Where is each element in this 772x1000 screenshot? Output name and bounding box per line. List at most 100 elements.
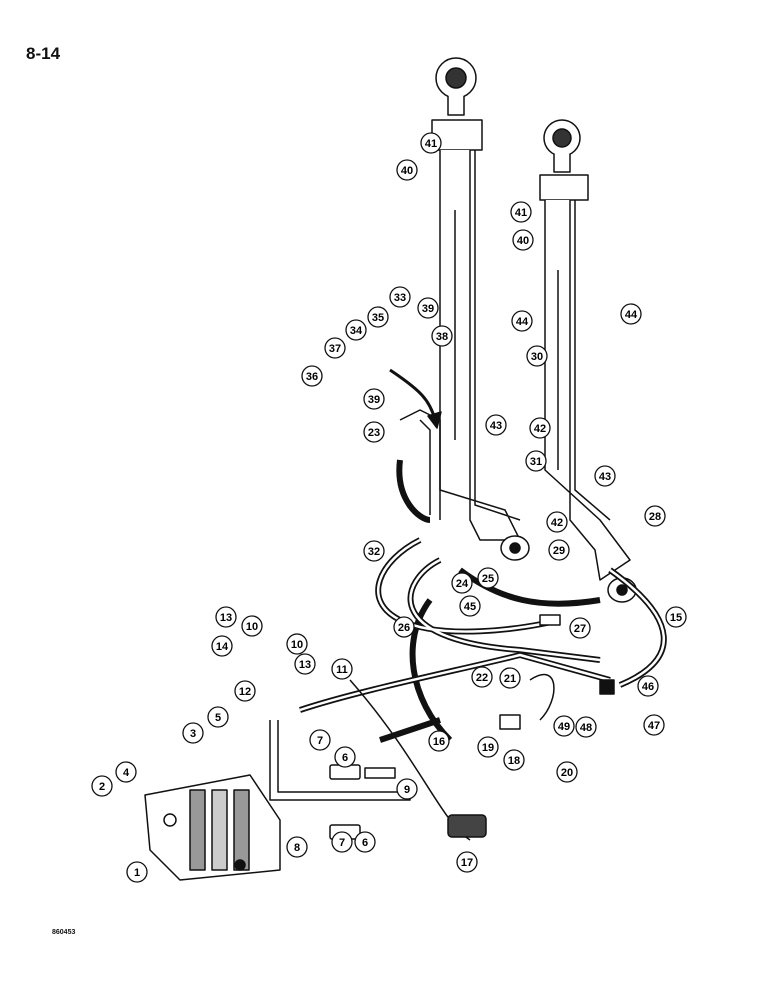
control-valve xyxy=(144,774,281,881)
callout-1: 1 xyxy=(126,861,148,883)
callout-label: 35 xyxy=(372,312,384,324)
callout-label: 28 xyxy=(649,511,661,523)
callout-label: 10 xyxy=(291,639,303,651)
callout-label: 37 xyxy=(329,343,341,355)
sleeve-17 xyxy=(447,814,487,838)
callout-36: 36 xyxy=(301,365,323,387)
callout-circle xyxy=(182,722,204,744)
callout-circle xyxy=(331,658,353,680)
cylinder-left xyxy=(431,57,530,561)
callout-circle xyxy=(126,861,148,883)
callout-label: 15 xyxy=(670,612,682,624)
callout-33: 33 xyxy=(389,286,411,308)
callout-circle xyxy=(643,714,665,736)
callout-label: 19 xyxy=(482,742,494,754)
callout-4: 4 xyxy=(115,761,137,783)
callout-label: 48 xyxy=(580,722,592,734)
callout-label: 39 xyxy=(422,303,434,315)
callout-circle xyxy=(546,511,568,533)
callout-circle xyxy=(363,540,385,562)
callout-label: 40 xyxy=(517,235,529,247)
callout-circle xyxy=(286,836,308,858)
callout-10: 10 xyxy=(286,633,308,655)
callout-42: 42 xyxy=(546,511,568,533)
callout-label: 11 xyxy=(336,664,348,676)
callout-24: 24 xyxy=(451,572,473,594)
direction-arrow xyxy=(389,368,437,421)
callout-43: 43 xyxy=(594,465,616,487)
callout-circle xyxy=(367,306,389,328)
callout-39: 39 xyxy=(363,388,385,410)
callout-label: 14 xyxy=(216,641,229,653)
callout-label: 29 xyxy=(553,545,565,557)
callout-label: 39 xyxy=(368,394,380,406)
callout-label: 6 xyxy=(342,752,348,764)
callout-circle xyxy=(485,414,507,436)
callout-circle xyxy=(345,319,367,341)
callout-label: 16 xyxy=(433,736,445,748)
callout-circle xyxy=(525,450,547,472)
callout-22: 22 xyxy=(471,666,493,688)
callout-30: 30 xyxy=(526,345,548,367)
callout-circle xyxy=(620,303,642,325)
callout-20: 20 xyxy=(556,761,578,783)
callout-circle xyxy=(211,635,233,657)
callout-40: 40 xyxy=(396,159,418,181)
callout-label: 26 xyxy=(398,622,410,634)
callout-label: 12 xyxy=(239,686,251,698)
callout-circle xyxy=(324,337,346,359)
callout-label: 33 xyxy=(394,292,406,304)
callout-3: 3 xyxy=(182,722,204,744)
callout-label: 1 xyxy=(134,867,140,879)
callout-circle xyxy=(511,310,533,332)
callout-12: 12 xyxy=(234,680,256,702)
callout-45: 45 xyxy=(459,595,481,617)
page-number: 8-14 xyxy=(26,44,61,63)
callout-label: 38 xyxy=(436,331,448,343)
callout-circle xyxy=(354,831,376,853)
callout-23: 23 xyxy=(363,421,385,443)
callout-label: 3 xyxy=(190,728,196,740)
callout-label: 20 xyxy=(561,767,573,779)
callout-circle xyxy=(459,595,481,617)
callout-label: 13 xyxy=(299,659,311,671)
callout-circle xyxy=(575,716,597,738)
figure-id: 860453 xyxy=(52,929,76,936)
callout-circle xyxy=(477,567,499,589)
callout-circle xyxy=(115,761,137,783)
callout-label: 45 xyxy=(464,601,476,613)
callout-label: 18 xyxy=(508,755,520,767)
callout-6: 6 xyxy=(354,831,376,853)
callout-13: 13 xyxy=(294,653,316,675)
callout-19: 19 xyxy=(477,736,499,758)
callout-circle xyxy=(510,201,532,223)
callout-label: 6 xyxy=(362,837,368,849)
callout-label: 4 xyxy=(123,767,130,779)
callout-26: 26 xyxy=(393,616,415,638)
callout-35: 35 xyxy=(367,306,389,328)
callout-circle xyxy=(241,615,263,637)
callout-circle xyxy=(389,286,411,308)
callout-circle xyxy=(644,505,666,527)
callout-label: 10 xyxy=(246,621,258,633)
callout-16: 16 xyxy=(428,730,450,752)
callout-circle xyxy=(363,388,385,410)
callout-49: 49 xyxy=(553,715,575,737)
callout-2: 2 xyxy=(91,775,113,797)
callout-label: 42 xyxy=(534,423,546,435)
callout-circle xyxy=(417,297,439,319)
callout-label: 44 xyxy=(516,316,529,328)
callout-label: 42 xyxy=(551,517,563,529)
callout-15: 15 xyxy=(665,606,687,628)
callout-27: 27 xyxy=(569,617,591,639)
callout-label: 30 xyxy=(531,351,543,363)
callout-label: 27 xyxy=(574,623,586,635)
callout-circle xyxy=(499,667,521,689)
callout-31: 31 xyxy=(525,450,547,472)
callout-44: 44 xyxy=(511,310,533,332)
callout-circle xyxy=(451,572,473,594)
callout-label: 32 xyxy=(368,546,380,558)
callout-circle xyxy=(553,715,575,737)
callout-34: 34 xyxy=(345,319,367,341)
callout-circle xyxy=(569,617,591,639)
